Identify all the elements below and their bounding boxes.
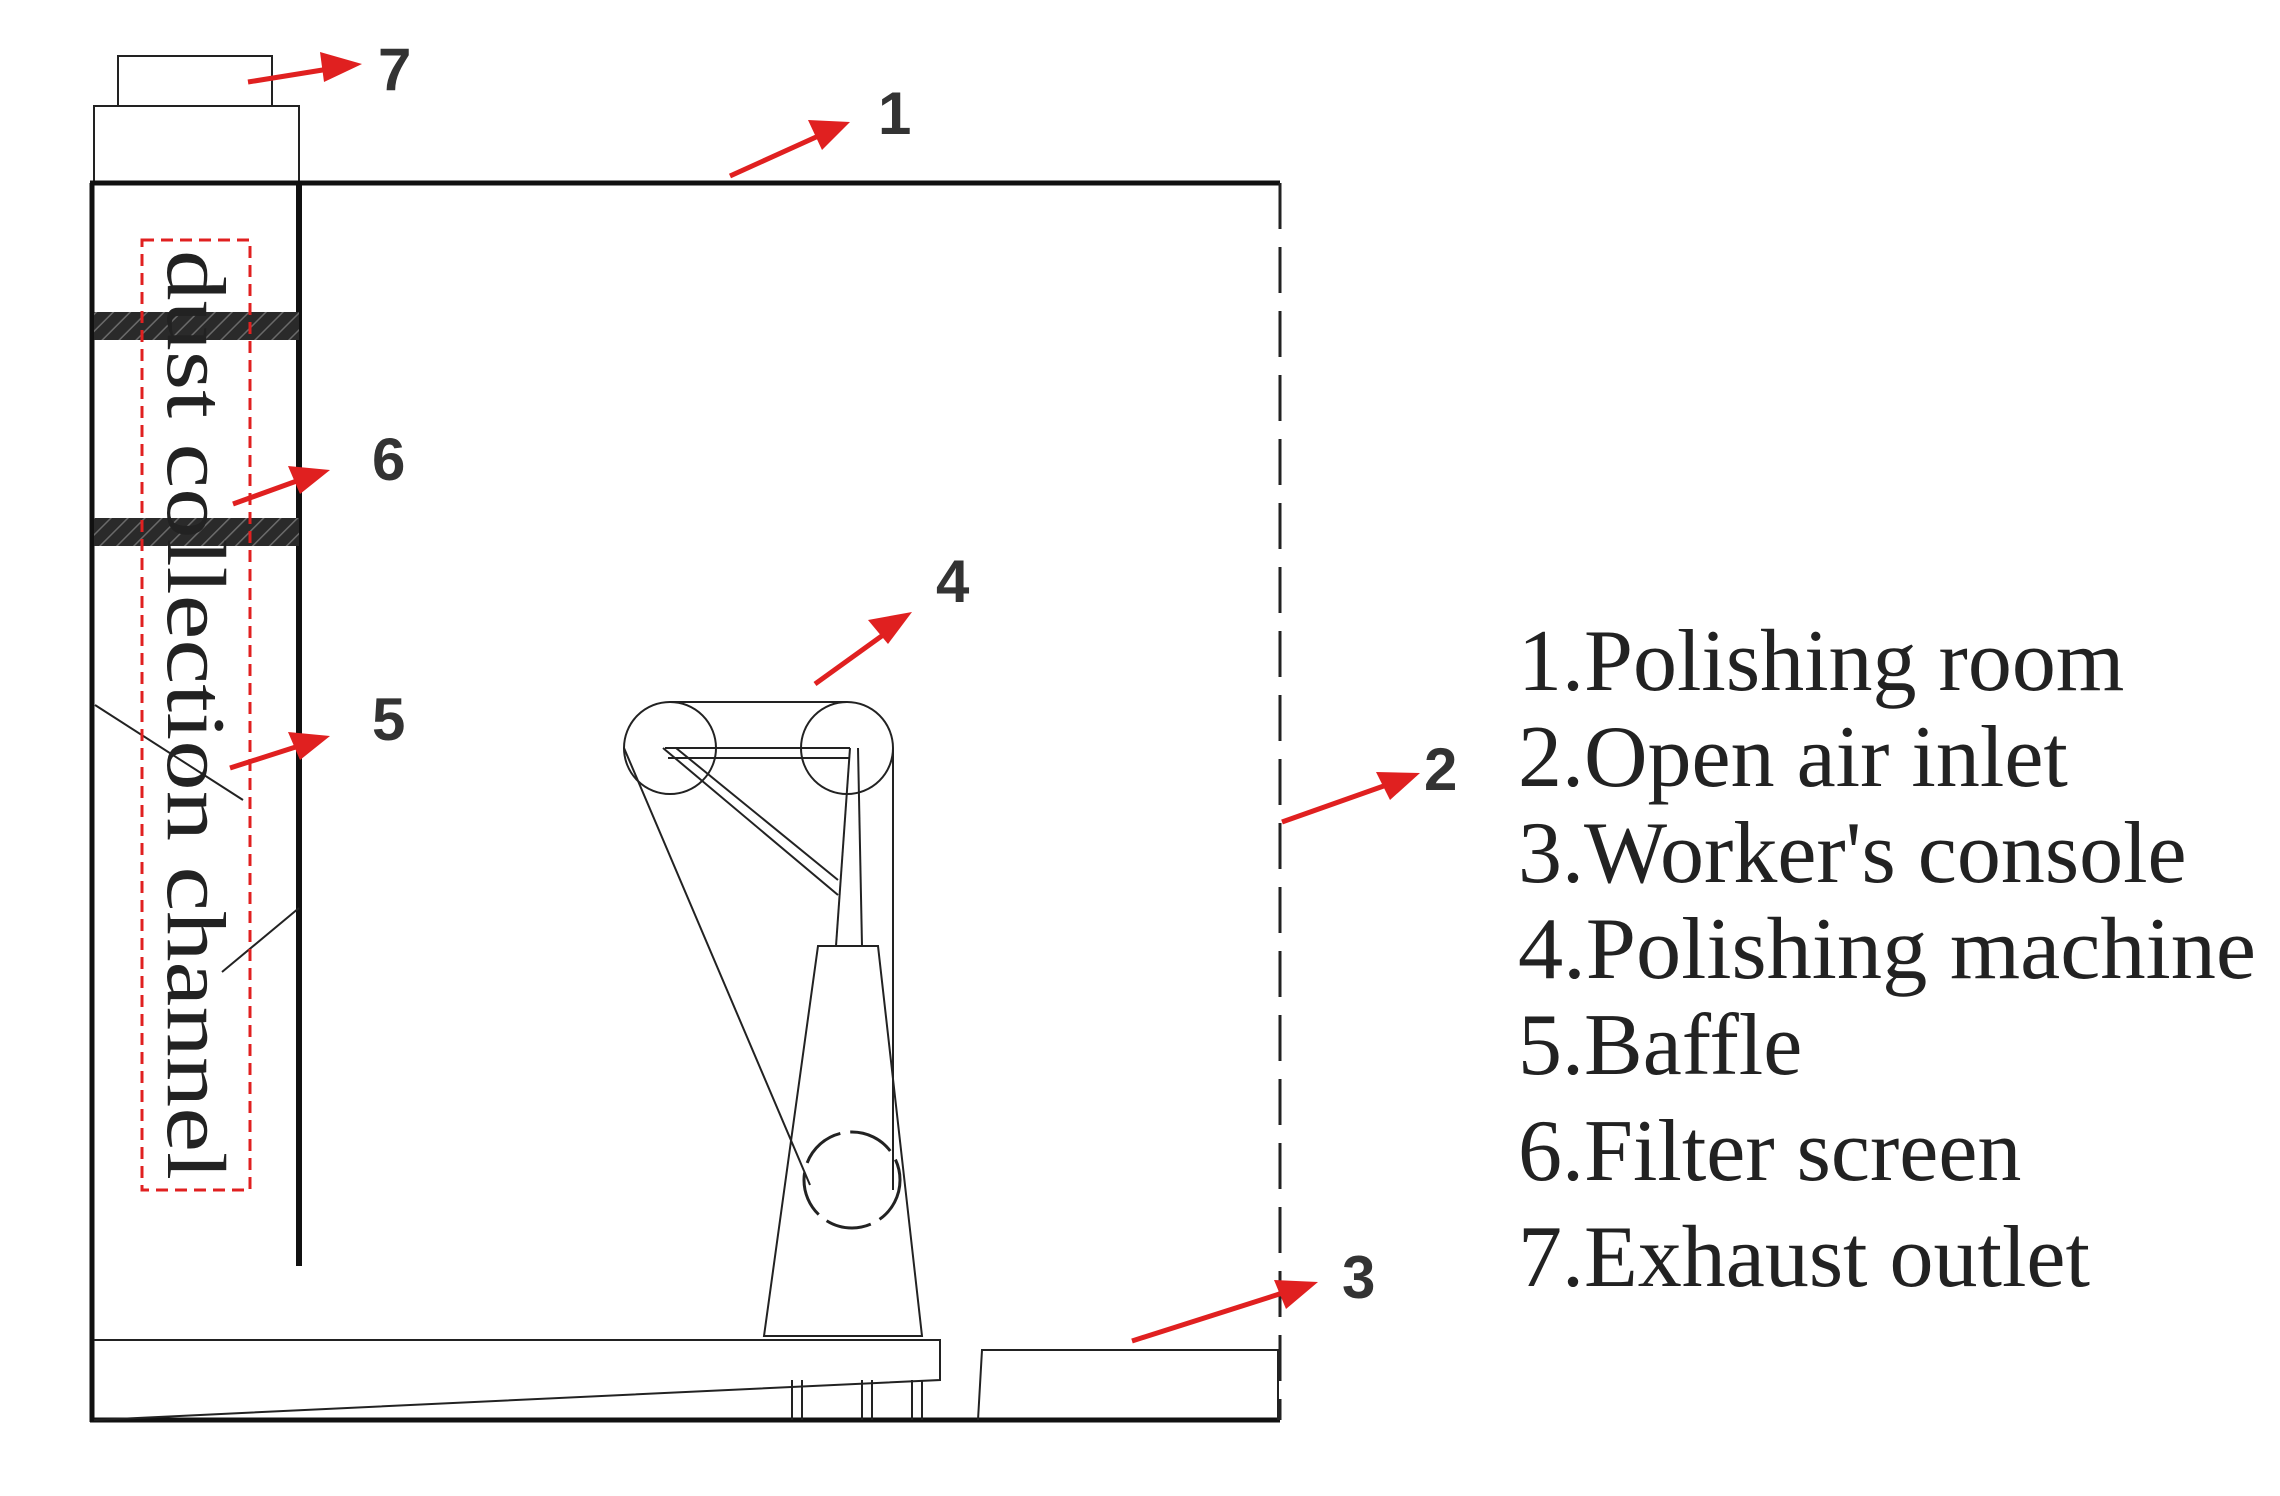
channel-label-box (140, 238, 252, 1192)
callout-number-1: 1 (878, 80, 911, 147)
callout-arrows (229, 52, 1420, 1344)
callout-number-6: 6 (372, 426, 405, 493)
arm-vertical-2 (857, 747, 863, 947)
exhaust-base (93, 105, 300, 185)
legend-item-5: 5.Baffle (1518, 997, 1802, 1094)
arrow-4 (813, 612, 912, 687)
baffles (94, 704, 300, 973)
callout-numbers: 1 2 3 4 5 6 7 (371, 35, 1458, 1312)
console-table (977, 1349, 1279, 1421)
arrow-5 (229, 732, 330, 771)
legend-item-2: 2.Open air inlet (1518, 709, 2068, 806)
polishing-machine (623, 701, 924, 1337)
floor-slab (93, 1339, 941, 1421)
callout-number-4: 4 (936, 548, 970, 615)
arrow-3 (1131, 1280, 1318, 1344)
arrow-1 (728, 120, 850, 179)
callout-number-5: 5 (372, 686, 405, 753)
baffle-right (221, 907, 300, 973)
dust-collection-channel: dust collection channel (140, 238, 252, 1192)
polishing-room (89, 180, 1282, 1423)
legend-item-6: 6.Filter screen (1518, 1103, 2021, 1200)
filter-screens (94, 312, 299, 546)
legend-item-4: 4.Polishing machine (1518, 901, 2256, 998)
callout-number-7: 7 (378, 36, 411, 103)
arrow-7 (247, 52, 362, 85)
motor-wheel (802, 1130, 902, 1230)
legend-item-1: 1.Polishing room (1518, 613, 2124, 710)
callout-number-2: 2 (1424, 736, 1457, 803)
legend-item-7: 7.Exhaust outlet (1518, 1209, 2090, 1306)
filter-screen-lower (94, 518, 299, 546)
workers-console (93, 1339, 1279, 1421)
exhaust-outlet (93, 55, 300, 185)
arrow-6 (232, 466, 330, 507)
channel-label: dust collection channel (149, 250, 242, 1180)
arrow-2 (1281, 772, 1420, 825)
baffle-left (94, 704, 244, 801)
arm-diagonal-2 (675, 747, 839, 881)
arm-diagonal-1 (662, 747, 839, 896)
machine-column (762, 945, 924, 1337)
filter-screen-upper (94, 312, 299, 340)
legend: 1.Polishing room 2.Open air inlet 3.Work… (1518, 613, 2256, 1306)
belt-left (623, 747, 811, 1186)
legend-item-3: 3.Worker's console (1518, 805, 2187, 902)
callout-number-3: 3 (1342, 1244, 1375, 1311)
arm-vertical-1 (835, 747, 851, 947)
